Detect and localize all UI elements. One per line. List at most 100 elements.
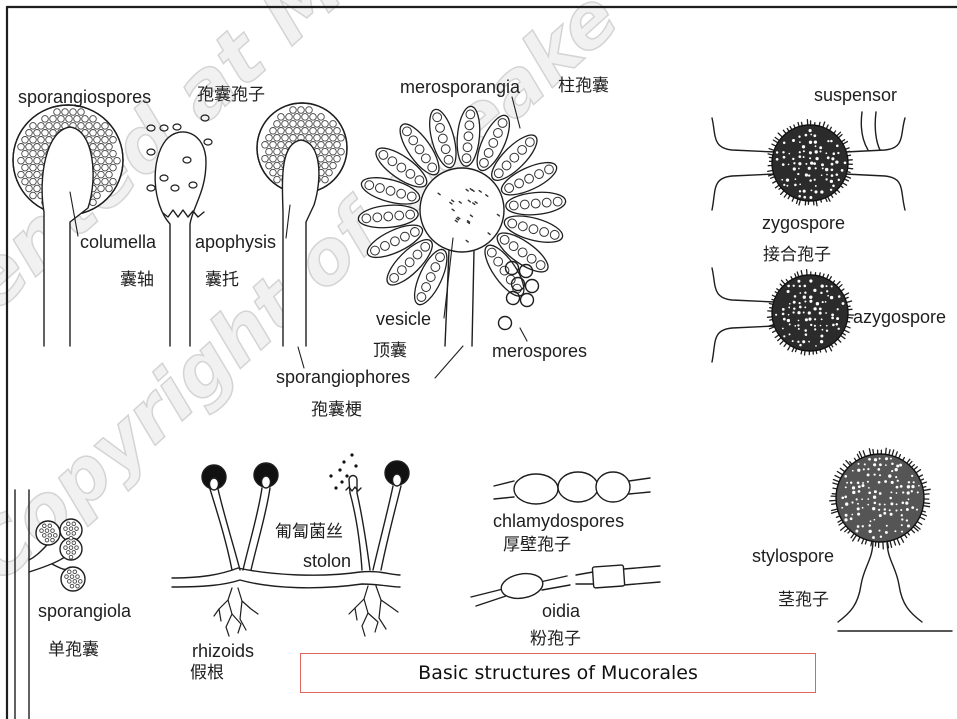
spore-bubble <box>90 116 97 123</box>
spore <box>354 464 357 467</box>
wall-ornament <box>793 301 796 304</box>
wall-ornament <box>804 329 807 332</box>
released-spores <box>329 453 357 489</box>
wall-ornament <box>888 474 891 477</box>
wall-ornament <box>799 190 801 192</box>
stolon-structure <box>172 453 409 636</box>
suspensor-left-upper <box>712 118 775 152</box>
spore-bubble <box>68 570 72 574</box>
wall-ornament <box>890 502 893 505</box>
wall-ornament <box>822 329 824 331</box>
wall-ornament <box>885 457 888 460</box>
columella <box>393 474 402 486</box>
wall-ornament <box>874 458 877 461</box>
wall-ornament <box>782 163 785 166</box>
wall-ornament <box>798 328 800 330</box>
leader-sporangiophores-left <box>298 347 304 368</box>
stylospore-structure <box>830 448 952 631</box>
spore <box>338 468 341 471</box>
wall-ornament <box>803 312 805 314</box>
wall-ornament <box>836 145 839 148</box>
zygospore-structure <box>712 112 905 210</box>
wall-ornament <box>822 301 824 303</box>
wall-ornament <box>857 463 859 465</box>
wall-ornament <box>805 318 808 321</box>
spore-bubble <box>68 580 72 584</box>
wall-ornament <box>803 285 806 288</box>
spore-bubble <box>334 142 341 149</box>
spore-bubble <box>106 171 113 178</box>
hypha-wall <box>629 492 650 494</box>
suspensor-hypha <box>875 112 880 150</box>
wall-ornament <box>803 196 806 199</box>
spore <box>201 115 209 121</box>
wall-ornament <box>863 468 865 470</box>
wall-ornament <box>799 292 801 294</box>
wall-ornament <box>797 341 799 343</box>
wall-ornament <box>819 146 822 149</box>
spore-bubble <box>110 137 117 144</box>
label-sporangiospores: sporangiospores <box>18 88 151 106</box>
spore-bubble <box>314 135 321 142</box>
wall-ornament <box>832 185 835 188</box>
wall-ornament <box>819 312 822 315</box>
spore-bubble <box>30 192 37 199</box>
hypha-wall <box>494 497 514 499</box>
label-oidia-zh: 粉孢子 <box>530 631 581 648</box>
chlamydospores-structure <box>494 472 650 504</box>
wall-ornament <box>814 318 816 320</box>
wall-ornament <box>822 167 824 169</box>
spore-bubble <box>94 178 101 185</box>
spore-bubble <box>51 529 55 533</box>
wall-ornament <box>911 506 914 509</box>
wall-ornament <box>802 145 805 148</box>
spore-bubble <box>106 185 113 192</box>
wall-ornament <box>917 491 919 493</box>
wall-ornament <box>877 468 880 471</box>
wall-ornament <box>879 503 881 505</box>
chlamydospore <box>514 474 558 504</box>
rhizoid <box>214 588 232 616</box>
spore-bubble <box>30 178 37 185</box>
wall-ornament <box>907 491 910 494</box>
label-sporangiospores-zh: 孢囊孢子 <box>197 87 265 104</box>
wall-ornament <box>809 129 812 132</box>
spore-bubble <box>274 162 281 169</box>
wall-ornament <box>901 518 903 520</box>
spore-bubble <box>76 584 80 588</box>
wall-ornament <box>851 501 853 503</box>
wall-ornament <box>820 325 822 327</box>
sporangiophore-wall <box>357 493 370 570</box>
wall-ornament <box>902 502 905 505</box>
wall-ornament <box>831 168 834 171</box>
spore-bubble <box>75 546 79 550</box>
spore-bubble <box>298 121 305 128</box>
label-merosporangia-zh: 柱孢囊 <box>558 78 609 95</box>
spore-bubble <box>106 157 113 164</box>
stalk-wall <box>838 540 873 622</box>
wall-ornament <box>792 340 794 342</box>
wall-ornament <box>799 344 802 347</box>
spore-bubble <box>51 538 55 542</box>
wall-ornament <box>852 491 855 494</box>
wall-ornament <box>846 482 848 484</box>
label-zygospore: zygospore <box>762 214 845 232</box>
spore-bubble <box>48 534 52 538</box>
wall-ornament <box>809 151 812 154</box>
spore-bubble <box>86 123 93 130</box>
label-stylospore-zh: 茎孢子 <box>778 592 829 609</box>
label-zygospore-zh: 接合孢子 <box>763 247 831 264</box>
wall-ornament <box>874 474 876 476</box>
wall-ornament <box>900 509 902 511</box>
wall-ornament <box>872 507 875 510</box>
wall-ornament <box>891 470 893 472</box>
spore-bubble <box>310 114 317 121</box>
label-stolon-zh: 匍匐菌丝 <box>275 524 343 541</box>
wall-ornament <box>868 491 871 494</box>
spore-bubble <box>282 121 289 128</box>
wall-ornament <box>825 178 827 180</box>
spore-bubble <box>78 123 85 130</box>
wall-ornament <box>895 468 898 471</box>
spore-bubble <box>34 130 41 137</box>
